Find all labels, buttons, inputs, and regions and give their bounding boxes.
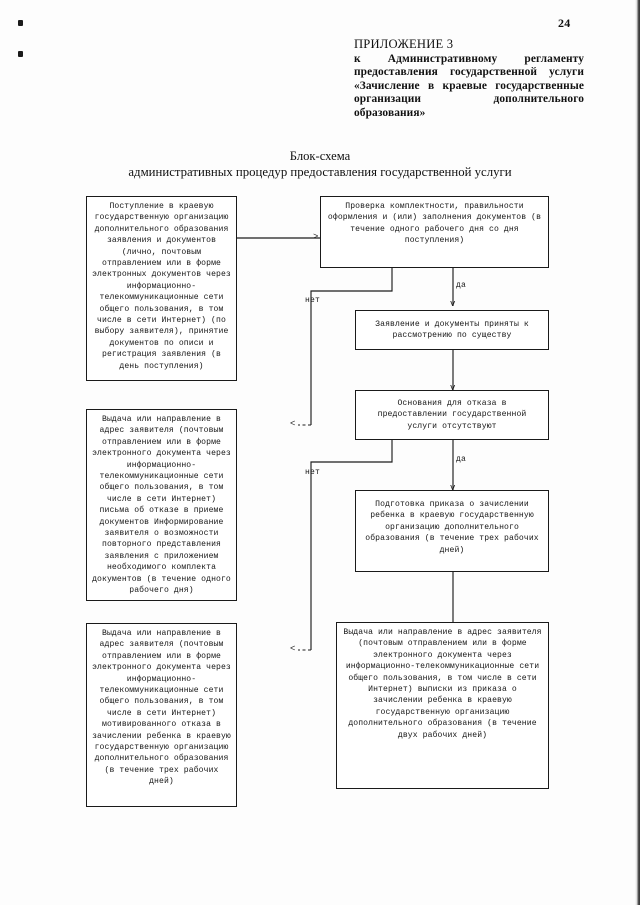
arrow-right-icon-1: > bbox=[313, 232, 319, 242]
page-number: 24 bbox=[558, 16, 571, 30]
margin-dot-second bbox=[18, 51, 23, 57]
scan-edge bbox=[635, 0, 640, 905]
edge-label-yes-1: да bbox=[456, 281, 467, 290]
margin-dot-top bbox=[18, 20, 23, 26]
appendix-title: ПРИЛОЖЕНИЕ 3 bbox=[354, 37, 454, 51]
node-application-intake: Поступление в краевую государственную ор… bbox=[86, 196, 237, 381]
arrow-left-icon-2: < bbox=[290, 644, 296, 654]
page-title: Блок-схема административных процедур пре… bbox=[0, 148, 640, 181]
edge-label-no-2: нет bbox=[305, 468, 321, 477]
arrow-down-icon-2: v bbox=[450, 383, 456, 393]
appendix-reference: к Административному регламенту предостав… bbox=[354, 52, 584, 119]
node-accepted-for-review: Заявление и документы приняты к рассмотр… bbox=[355, 310, 549, 350]
arrow-left-icon-1: < bbox=[290, 419, 296, 429]
node-issue-order-extract: Выдача или направление в адрес заявителя… bbox=[336, 622, 549, 789]
appendix-header: ПРИЛОЖЕНИЕ 3 к Административному регламе… bbox=[354, 37, 584, 121]
arrow-down-icon-3: v bbox=[450, 483, 456, 493]
node-motivated-refusal: Выдача или направление в адрес заявителя… bbox=[86, 623, 237, 807]
node-prepare-enrollment-order: Подготовка приказа о зачислении ребенка … bbox=[355, 490, 549, 572]
node-no-refusal-grounds: Основания для отказа в предоставлении го… bbox=[355, 390, 549, 440]
node-completeness-check: Проверка комплектности, правильности офо… bbox=[320, 196, 549, 268]
arrow-down-icon-1: v bbox=[450, 299, 456, 309]
edge-label-yes-2: да bbox=[456, 455, 467, 464]
edge-label-no-1: нет bbox=[305, 296, 321, 305]
page-title-line-2: административных процедур предоставления… bbox=[128, 165, 512, 179]
node-refusal-to-accept-documents: Выдача или направление в адрес заявителя… bbox=[86, 409, 237, 601]
page-title-line-1: Блок-схема bbox=[289, 149, 351, 163]
